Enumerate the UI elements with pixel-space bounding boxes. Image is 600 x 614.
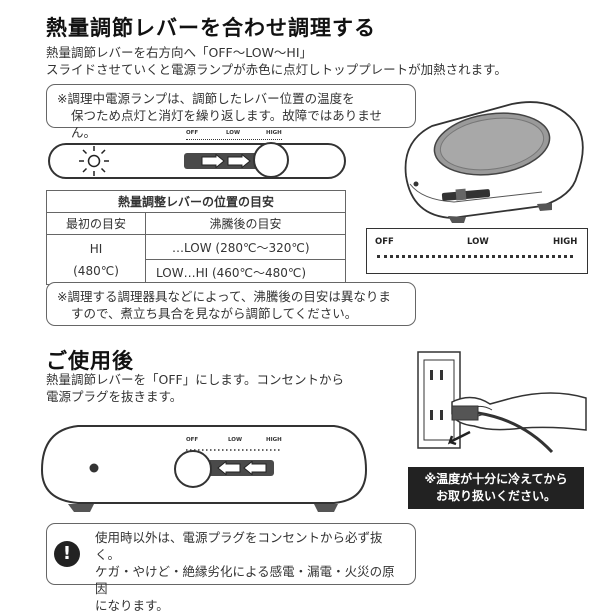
guide-table-title: 熱量調整レバーの位置の目安	[46, 190, 346, 213]
guide-first-temp: (480℃)	[73, 263, 119, 278]
device-scale-off: OFF	[186, 437, 199, 443]
section1-text-line2: スライドさせていくと電源ランプが赤色に点灯しトッププレートが加熱されます。	[46, 62, 507, 77]
heat-lever-knob[interactable]	[253, 142, 289, 178]
section1-text-line1: 熱量調節レバーを右方向へ「OFF〜LOW〜HI」	[46, 45, 313, 60]
caution-exclamation-icon: !	[54, 541, 80, 567]
section1-title: 熱量調節レバーを合わせ調理する	[46, 16, 376, 40]
guide-col-after: 沸騰後の目安	[145, 212, 346, 235]
large-scale-dots	[377, 255, 573, 258]
heat-guide-table: 熱量調整レバーの位置の目安 最初の目安 沸騰後の目安 HI (480℃) …LO…	[46, 190, 346, 285]
guide-first-cell: HI (480℃)	[46, 234, 146, 285]
lamp-note-line1: ※調理中電源ランプは、調節したレバー位置の温度を	[57, 91, 355, 106]
cool-down-warning-line1: ※温度が十分に冷えてから	[424, 472, 568, 486]
hotplate-illustration	[404, 101, 584, 223]
guide-row2: LOW…HI (460℃〜480℃)	[145, 259, 346, 285]
caution-line3: になります。	[95, 598, 169, 613]
lamp-note-line2: 保つため点灯と消灯を繰り返します。故障ではありません。	[71, 108, 382, 140]
guide-first-hi: HI	[89, 241, 103, 256]
unplug-illustration	[417, 351, 587, 454]
caution-line1: 使用時以外は、電源プラグをコンセントから必ず抜く。	[95, 530, 383, 562]
large-scale-box: OFF LOW HIGH	[366, 228, 588, 274]
large-scale-low: LOW	[467, 237, 489, 247]
device-scale-low: LOW	[228, 437, 243, 443]
cookware-note: ※調理する調理器具などによって、沸騰後の目安は異なりま すので、煮立ち具合を見な…	[46, 282, 416, 326]
power-lamp-lit-icon	[79, 146, 109, 176]
cool-down-warning-line2: お取り扱いください。	[435, 489, 556, 503]
caution-box: 使用時以外は、電源プラグをコンセントから必ず抜く。 ケガ・やけど・絶縁劣化による…	[46, 523, 416, 613]
small-scale-off: OFF	[186, 130, 199, 136]
lamp-note: ※調理中電源ランプは、調節したレバー位置の温度を 保つため点灯と消灯を繰り返しま…	[46, 84, 416, 140]
slide-right-arrows-icon	[201, 154, 251, 168]
large-scale-off: OFF	[375, 237, 394, 247]
guide-col-first: 最初の目安	[46, 212, 146, 235]
small-scale-dots	[186, 139, 282, 140]
large-scale-high: HIGH	[553, 237, 578, 247]
device-lever-knob[interactable]	[174, 450, 212, 488]
device-scale-high: HIGH	[266, 437, 282, 443]
small-scale-low: LOW	[226, 130, 241, 136]
section2-text-line1: 熱量調節レバーを「OFF」にします。コンセントから	[46, 372, 344, 387]
caution-line2: ケガ・やけど・絶縁劣化による感電・漏電・火災の原因	[95, 564, 395, 596]
guide-row1: …LOW (280℃〜320℃)	[145, 234, 346, 260]
cool-down-warning: ※温度が十分に冷えてから お取り扱いください。	[408, 467, 584, 509]
cookware-note-line1: ※調理する調理器具などによって、沸騰後の目安は異なりま	[57, 289, 391, 304]
slide-left-arrows-icon	[217, 461, 267, 475]
small-scale-high: HIGH	[266, 130, 282, 136]
section2-text-line2: 電源プラグを抜きます。	[46, 389, 183, 404]
cookware-note-line2: すので、煮立ち具合を見ながら調節してください。	[71, 306, 358, 321]
section2-title: ご使用後	[46, 349, 134, 373]
